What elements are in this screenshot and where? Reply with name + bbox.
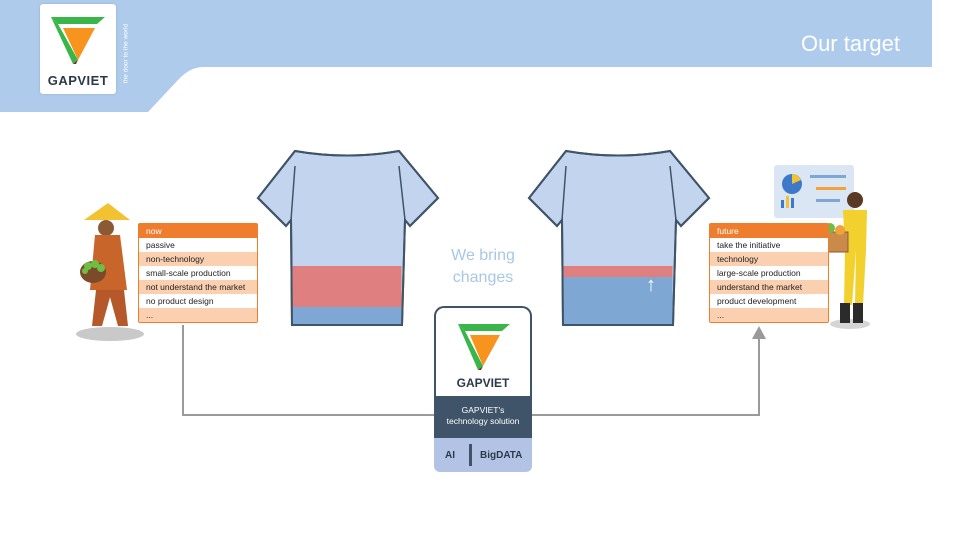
list-header-future: future [710,224,828,238]
connector-right [532,326,766,416]
up-arrow-icon: ↑ [646,274,656,296]
tag-bigdata: BigDATA [480,450,523,461]
current-state-list: now passive non-technology small-scale p… [138,223,258,323]
header-band [0,0,932,112]
shirt-now-blue-band [292,307,402,324]
list-item: large-scale production [717,268,801,278]
badge-solution-line2: technology solution [446,416,520,426]
badge-brand-name: GAPVIET [456,376,510,390]
shirt-future-red-band [563,266,673,277]
center-message-line2: changes [452,269,514,286]
list-item: technology [710,252,828,266]
shirt-now-red-band [292,266,402,307]
list-item: non-technology [139,252,257,266]
farmer-now-illustration [76,203,144,341]
center-message-line1: We bring [451,247,515,264]
badge-tags: AI BigDATA [434,438,532,472]
list-item: not understand the market [139,280,257,294]
shirt-future [527,149,711,326]
shirt-now [256,149,440,326]
list-header-now: now [139,224,257,238]
future-state-list: future take the initiative technology la… [709,223,829,323]
gapviet-logo-icon [51,17,105,64]
list-item: ... [139,308,257,322]
tag-divider [469,444,472,466]
badge-logo-panel [434,306,532,396]
tag-ai: AI [445,450,455,461]
center-message: We bring changes [430,245,536,289]
list-item: understand the market [710,280,828,294]
list-item: no product design [146,296,214,306]
shirt-future-blue-band [563,277,673,324]
list-item: ... [710,308,828,322]
gapviet-logo-icon [458,324,510,370]
badge-solution-label: GAPVIET's technology solution [434,396,532,438]
list-item: take the initiative [717,240,781,250]
connector-left [182,325,434,416]
solution-badge: GAPVIET GAPVIET's technology solution AI… [434,306,532,472]
list-item: product development [717,296,797,306]
list-item: passive [146,240,175,250]
list-item: small-scale production [146,268,231,278]
slide-title: Our target [800,31,900,56]
brand-name: GAPVIET [47,73,109,88]
badge-solution-line1: GAPVIET's [461,405,505,415]
brand-logo [40,4,116,94]
farmer-future-illustration [774,165,870,329]
